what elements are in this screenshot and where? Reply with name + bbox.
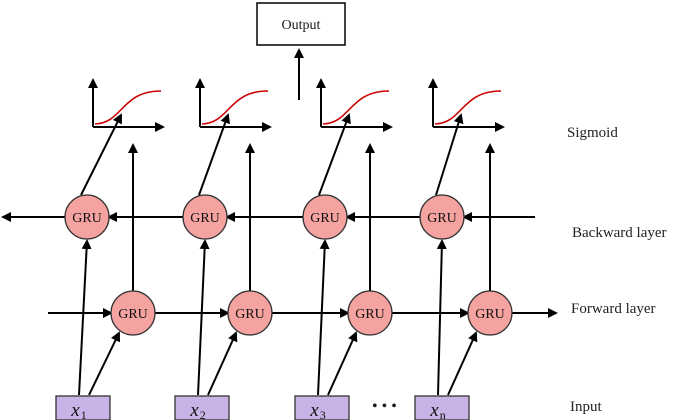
sigmoid-curve — [322, 90, 390, 125]
input-node: x3 — [294, 395, 350, 420]
sigmoid-curve — [94, 90, 162, 125]
backward-gru-node: GRU — [302, 194, 348, 240]
output-node: Output — [256, 2, 346, 46]
input-nodes: x1 x2 x3 xn — [55, 395, 470, 420]
input-label: x2 — [189, 400, 205, 420]
input-node: x2 — [174, 395, 230, 420]
vertical-connections — [78, 113, 495, 396]
gru-label: GRU — [475, 307, 505, 322]
forward-gru-node: GRU — [227, 290, 273, 336]
output-label: Output — [282, 18, 321, 33]
ellipsis: • • • — [372, 398, 397, 415]
connection-arrow — [198, 113, 230, 196]
sigmoid-plot — [195, 78, 272, 132]
forward-gru-node: GRU — [467, 290, 513, 336]
input-label: xn — [429, 400, 445, 420]
sigmoid-curve — [434, 90, 502, 125]
sigmoid-curve — [201, 90, 269, 125]
gru-label: GRU — [310, 211, 340, 226]
connection-arrow — [317, 239, 330, 396]
connection-arrow — [327, 331, 358, 396]
gru-nodes: GRU GRU GRU GRU GRU GRU GRU GRU — [64, 194, 513, 336]
connection-arrow — [447, 331, 478, 396]
connection-arrow — [435, 113, 464, 196]
gru-label: GRU — [235, 307, 265, 322]
label-input: Input — [570, 399, 602, 415]
gru-label: GRU — [190, 211, 220, 226]
connection-arrow — [207, 331, 238, 396]
input-node: x1 — [55, 395, 111, 420]
connection-arrow — [80, 113, 122, 196]
sigmoid-plot — [428, 78, 505, 132]
sigmoid-plot — [88, 78, 165, 132]
connection-arrow — [88, 331, 121, 396]
sigmoid-plots — [88, 78, 505, 132]
input-label: x1 — [70, 400, 86, 420]
forward-gru-node: GRU — [110, 290, 156, 336]
gru-label: GRU — [118, 307, 148, 322]
backward-gru-node: GRU — [419, 194, 465, 240]
gru-label: GRU — [427, 211, 457, 226]
connection-arrow — [78, 239, 92, 396]
forward-gru-node: GRU — [347, 290, 393, 336]
label-sigmoid: Sigmoid — [567, 125, 618, 141]
gru-label: GRU — [355, 307, 385, 322]
sigmoid-plot — [316, 78, 393, 132]
backward-gru-node: GRU — [182, 194, 228, 240]
gru-label: GRU — [72, 211, 102, 226]
connection-arrow — [436, 239, 447, 396]
label-backward-layer: Backward layer — [572, 225, 667, 241]
input-label: x3 — [309, 400, 325, 420]
connection-arrow — [197, 239, 210, 396]
label-forward-layer: Forward layer — [571, 301, 656, 317]
backward-gru-node: GRU — [64, 194, 110, 240]
input-node: xn — [414, 395, 470, 420]
connection-arrow — [318, 113, 351, 196]
